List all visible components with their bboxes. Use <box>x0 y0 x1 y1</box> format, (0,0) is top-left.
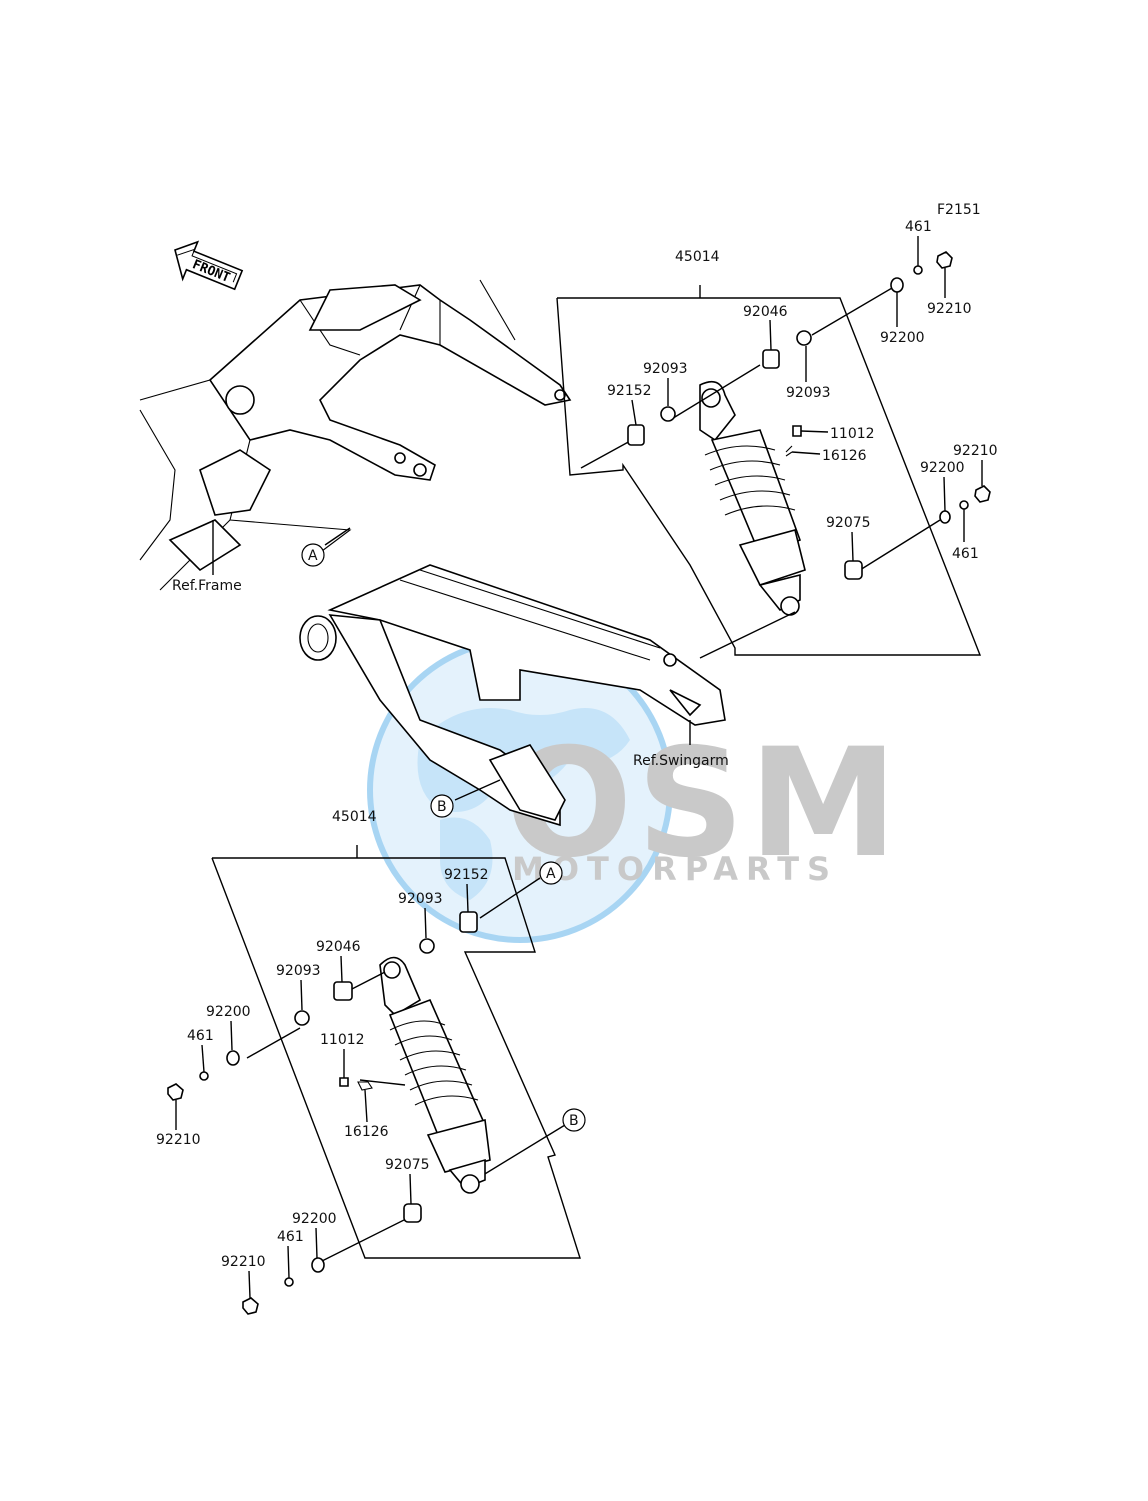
upper-bearing <box>762 349 780 369</box>
lower-cap-label: 16126 <box>344 1124 389 1140</box>
lower-collar-top <box>459 911 478 933</box>
upper-collar-top-label: 92152 <box>607 383 652 399</box>
upper-nut-bottom-icon <box>974 485 991 503</box>
upper-cap-icon <box>785 445 793 457</box>
lower-washer-bottom-label: 92200 <box>292 1211 337 1227</box>
upper-collar-bottom-label: 92075 <box>826 515 871 531</box>
upper-nipple-label: 11012 <box>830 426 875 442</box>
upper-pin-bottom <box>959 500 969 510</box>
lower-pin-top-label: 461 <box>187 1028 214 1044</box>
lower-pin-bottom-label: 461 <box>277 1229 304 1245</box>
marker-a-lower: A <box>479 861 563 919</box>
frame-drawing: Ref.Frame <box>139 279 572 594</box>
upper-oil-seal-left <box>660 406 676 422</box>
lower-washer-bottom <box>311 1257 325 1273</box>
upper-washer-bottom <box>939 510 951 524</box>
lower-oil-seal-top-label: 92093 <box>398 891 443 907</box>
lower-collar-bottom <box>403 1203 422 1223</box>
lower-nut-top-label: 92210 <box>156 1132 201 1148</box>
upper-bearing-label: 92046 <box>743 304 788 320</box>
upper-nut-top-icon <box>936 251 953 269</box>
lower-nipple-icon <box>339 1077 349 1087</box>
lower-oil-seal-left <box>294 1010 310 1026</box>
lower-washer-top <box>226 1050 240 1066</box>
ref-swingarm-label: Ref.Swingarm <box>633 753 729 769</box>
lower-nut-bottom-icon <box>242 1297 259 1315</box>
marker-b-lower: B <box>474 1108 586 1181</box>
upper-shock-number: 45014 <box>675 249 720 265</box>
lower-bearing-label: 92046 <box>316 939 361 955</box>
marker-b-upper: B <box>430 779 501 818</box>
lower-oil-seal-top <box>419 938 435 954</box>
marker-a-lower-label: A <box>546 866 556 882</box>
watermark-brand: OSM <box>505 717 902 891</box>
upper-pin-top-label: 461 <box>905 219 932 235</box>
upper-oil-seal-right <box>796 330 812 346</box>
lower-nipple-label: 11012 <box>320 1032 365 1048</box>
marker-b-upper-label: B <box>437 799 447 815</box>
lower-shock-absorber <box>379 956 491 1194</box>
front-arrow-icon: FRONT <box>174 240 244 291</box>
swingarm-drawing: Ref.Swingarm <box>299 564 729 827</box>
upper-nut-bottom-label: 92210 <box>953 443 998 459</box>
marker-b-lower-label: B <box>569 1113 579 1129</box>
lower-cap-icon <box>357 1081 373 1091</box>
lower-collar-top-label: 92152 <box>444 867 489 883</box>
upper-oil-seal-right-label: 92093 <box>786 385 831 401</box>
lower-shock-number: 45014 <box>332 809 377 825</box>
upper-collar-top <box>627 424 645 446</box>
marker-a-upper: A <box>301 527 351 567</box>
lower-nut-top-icon <box>167 1083 184 1101</box>
lower-pin-bottom <box>284 1277 294 1287</box>
upper-washer-bottom-label: 92200 <box>920 460 965 476</box>
upper-oil-seal-left-label: 92093 <box>643 361 688 377</box>
upper-washer-top <box>890 277 904 293</box>
upper-pin-top <box>913 265 923 275</box>
upper-nipple-icon <box>792 425 802 437</box>
upper-shock-assembly: 45014 92152 92093 92046 <box>556 219 998 659</box>
lower-pin-top <box>199 1071 209 1081</box>
watermark-tagline: MOTORPARTS <box>512 850 838 888</box>
marker-a-upper-label: A <box>308 548 318 564</box>
lower-washer-top-label: 92200 <box>206 1004 251 1020</box>
lower-nut-bottom-label: 92210 <box>221 1254 266 1270</box>
lower-collar-bottom-label: 92075 <box>385 1157 430 1173</box>
lower-shock-assembly: 45014 92152 92093 92046 <box>156 809 581 1315</box>
upper-collar-bottom <box>844 560 863 580</box>
upper-washer-top-label: 92200 <box>880 330 925 346</box>
figure-code: F2151 <box>937 202 981 218</box>
lower-oil-seal-left-label: 92093 <box>276 963 321 979</box>
upper-cap-label: 16126 <box>822 448 867 464</box>
ref-frame-label: Ref.Frame <box>172 578 242 594</box>
upper-pin-bottom-label: 461 <box>952 546 979 562</box>
upper-shock-absorber <box>699 380 806 616</box>
upper-nut-top-label: 92210 <box>927 301 972 317</box>
lower-bearing <box>333 981 353 1001</box>
